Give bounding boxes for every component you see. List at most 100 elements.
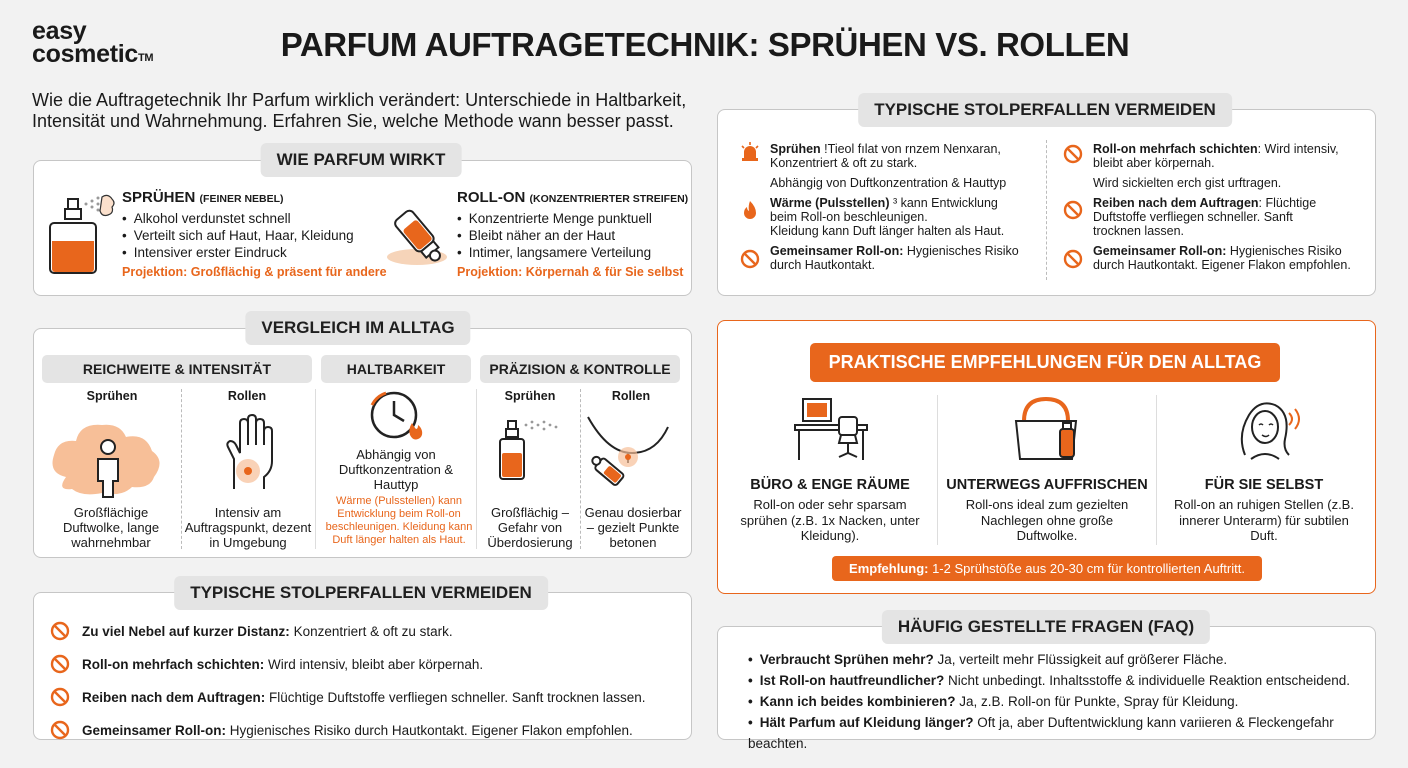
empfehlung-tip: Empfehlung: 1-2 Sprühstöße aus 20-30 cm …: [832, 556, 1262, 581]
flame-icon: [744, 201, 756, 219]
faq-answer: Ja, verteilt mehr Flüssigkeit auf größer…: [933, 652, 1228, 667]
rp-r2-text: : Flüchtige: [1258, 196, 1317, 210]
faq-answer: Nicht unbedingt. Inhaltsstoffe & individ…: [944, 673, 1350, 688]
faq-item: Hält Parfum auf Kleidung länger? Oft ja,…: [748, 712, 1375, 754]
brand-line1: easy: [32, 17, 87, 45]
faq-heading: HÄUFIG GESTELLTE FRAGEN (FAQ): [881, 610, 1211, 644]
faq-question: Ist Roll-on hautfreundlicher?: [759, 673, 945, 688]
rp-l3: Gemeinsamer Roll-on: Hygienisches Risiko…: [770, 244, 1060, 272]
rec-title: BÜRO & ENGE RÄUME: [750, 477, 910, 493]
rp-l1-text: !Tieol fılat von rnzem Nenxaran,: [820, 142, 1001, 156]
haltbarkeit-text: Abhängig von Duftkonzentration & Hauttyp: [338, 447, 454, 492]
pitfall-bold: Reiben nach dem Auftragen:: [82, 689, 266, 705]
scent-cloud-icon: [52, 424, 160, 498]
spray-projection: Projektion: Großflächig & präsent für an…: [122, 265, 387, 279]
roll-item: Intimer, langsamere Verteilung: [457, 244, 693, 261]
faq-item: Verbraucht Sprühen mehr? Ja, verteilt me…: [748, 649, 1375, 670]
praezision-spray-text: Großflächig – Gefahr von Überdosierung: [487, 505, 573, 550]
rp-l1: Sprühen !Tieol fılat von rnzem Nenxaran,…: [770, 142, 1050, 170]
rp-r1-bold: Roll-on mehrfach schichten: [1093, 142, 1258, 156]
rec-title: UNTERWEGS AUFFRISCHEN: [946, 477, 1148, 493]
intro-text: Wie die Auftragetechnik Ihr Parfum wirkl…: [32, 90, 687, 131]
pitfall-bold: Zu viel Nebel auf kurzer Distanz:: [82, 623, 290, 639]
praezision-spray-label: Sprühen: [504, 389, 556, 403]
roll-item: Konzentrierte Menge punktuell: [457, 210, 693, 227]
rp-r3-bold: Gemeinsamer Roll-on:: [1093, 244, 1227, 258]
faq-card: Verbraucht Sprühen mehr? Ja, verteilt me…: [717, 626, 1376, 751]
pitfalls-right-card: Sprühen !Tieol fılat von rnzem Nenxaran,…: [717, 109, 1376, 296]
pitfall-text: Wird intensiv, bleibt aber körpernah.: [264, 656, 484, 672]
pitfall-item: Gemeinsamer Roll-on: Hygienisches Risiko…: [50, 720, 691, 740]
faq-answer: Ja, z.B. Roll-on für Punkte, Spray für K…: [955, 694, 1239, 709]
prohibited-icon: [50, 654, 70, 674]
haltbarkeit-note: Wärme (Pulsstellen) kann Entwicklung bei…: [325, 495, 473, 546]
rp-l2-text: ³ kann Entwicklung: [892, 196, 998, 210]
empfehlungen-card: PRAKTISCHE EMPFEHLUNGEN FÜR DEN ALLTAG B…: [717, 320, 1376, 594]
wrist-icon: [226, 413, 273, 489]
rp-l3-bold: Gemeinsamer Roll-on:: [770, 244, 904, 258]
rec-text: Roll-on oder sehr sparsam sprühen (z.B. …: [740, 497, 920, 543]
office-desk-icon: [794, 398, 868, 460]
prohibited-icon: [740, 249, 760, 269]
prohibited-icon: [1063, 144, 1083, 164]
roll-on-icon: [387, 209, 447, 265]
reichweite-spray-text: Großflächige Duftwolke, lange wahrnehmba…: [62, 505, 160, 550]
praezision-roll-text: Genau dosierbar – gezielt Punkte betonen: [584, 505, 682, 550]
rp-r3-text: Hygienisches Risiko: [1226, 244, 1342, 258]
roll-subtitle: (KONZENTRIERTER STREIFEN): [529, 193, 689, 205]
reichweite-title: REICHWEITE & INTENSITÄT: [42, 355, 312, 383]
roll-title: ROLL-ON: [457, 189, 526, 206]
prohibited-icon: [50, 621, 70, 641]
divider: [1156, 395, 1157, 545]
rp-r2-text3: trocknen lassen.: [1093, 224, 1185, 238]
faq-question: Kann ich beides kombinieren?: [759, 694, 956, 709]
reichweite-roll-text: Intensiv am Auftragspunkt, dezent in Umg…: [184, 505, 312, 550]
rp-r2-text2: Duftstoffe verfliegen schneller. Sanft: [1093, 210, 1293, 224]
rp-l2-text3: Kleidung kann Duft länger halten als Hau…: [770, 224, 1005, 238]
wirkt-card: SPRÜHEN (FEINER NEBEL) Alkohol verdunste…: [33, 160, 692, 296]
rp-l1-sub: Abhängig von Duftkonzentration & Hauttyp: [770, 176, 1007, 190]
faq-question: Verbraucht Sprühen mehr?: [759, 652, 934, 667]
spray-item: Intensiver erster Eindruck: [122, 244, 392, 261]
empfehlungen-heading: PRAKTISCHE EMPFEHLUNGEN FÜR DEN ALLTAG: [810, 343, 1280, 382]
pitfalls-right-heading: TYPISCHE STOLPERFALLEN VERMEIDEN: [858, 93, 1232, 127]
rp-l1-bold: Sprühen: [770, 142, 821, 156]
tip-text: 1-2 Sprühstöße aus 20-30 cm für kontroll…: [928, 561, 1245, 576]
roll-column: ROLL-ON (KONZENTRIERTER STREIFEN) Konzen…: [457, 189, 693, 279]
pitfall-text: Hygienisches Risiko durch Hautkontakt. E…: [226, 722, 633, 738]
haltbarkeit-title: HALTBARKEIT: [321, 355, 471, 383]
rp-r1-text: : Wird intensiv,: [1257, 142, 1339, 156]
rp-l2-bold: Wärme (Pulsstellen): [770, 196, 890, 210]
divider: [580, 389, 581, 549]
divider: [181, 389, 182, 549]
woman-smelling-icon: [1240, 402, 1300, 460]
rp-r1-sub: Wird sickielten erch gist urftragen.: [1093, 176, 1282, 190]
neck-roll-on-icon: [587, 416, 669, 486]
pitfall-item: Reiben nach dem Auftragen: Flüchtige Duf…: [50, 687, 691, 707]
rp-r1: Roll-on mehrfach schichten: Wird intensi…: [1093, 142, 1363, 170]
rec-text: Roll-ons ideal zum gezielten Nachlegen o…: [965, 497, 1129, 543]
spray-icon: [499, 420, 558, 480]
spray-item: Alkohol verdunstet schnell: [122, 210, 392, 227]
prohibited-icon: [50, 687, 70, 707]
faq-item: Kann ich beides kombinieren? Ja, z.B. Ro…: [748, 691, 1375, 712]
rp-r3: Gemeinsamer Roll-on: Hygienisches Risiko…: [1093, 244, 1373, 272]
prohibited-icon: [50, 720, 70, 740]
handbag-icon: [1014, 396, 1078, 460]
spray-subtitle: (FEINER NEBEL): [199, 193, 284, 205]
pitfall-text: Konzentriert & oft zu stark.: [289, 623, 453, 639]
tip-label: Empfehlung:: [849, 561, 929, 576]
pitfalls-left-heading: TYPISCHE STOLPERFALLEN VERMEIDEN: [174, 576, 548, 610]
brand-tm: TM: [138, 52, 154, 64]
spray-column: SPRÜHEN (FEINER NEBEL) Alkohol verdunste…: [122, 189, 392, 279]
rp-l1-text2: Konzentriert & oft zu stark.: [770, 156, 918, 170]
pitfall-text: Flüchtige Duftstoffe verfliegen schnelle…: [265, 689, 646, 705]
page-title: PARFUM AUFTRAGETECHNIK: SPRÜHEN VS. ROLL…: [280, 26, 1130, 63]
wirkt-heading: WIE PARFUM WIRKT: [260, 143, 462, 177]
praezision-title: PRÄZISION & KONTROLLE: [480, 355, 680, 383]
divider: [315, 389, 316, 549]
faq-answer: Oft ja, aber Duftentwicklung kann variie…: [748, 715, 1334, 751]
praezision-roll-label: Rollen: [611, 389, 651, 403]
